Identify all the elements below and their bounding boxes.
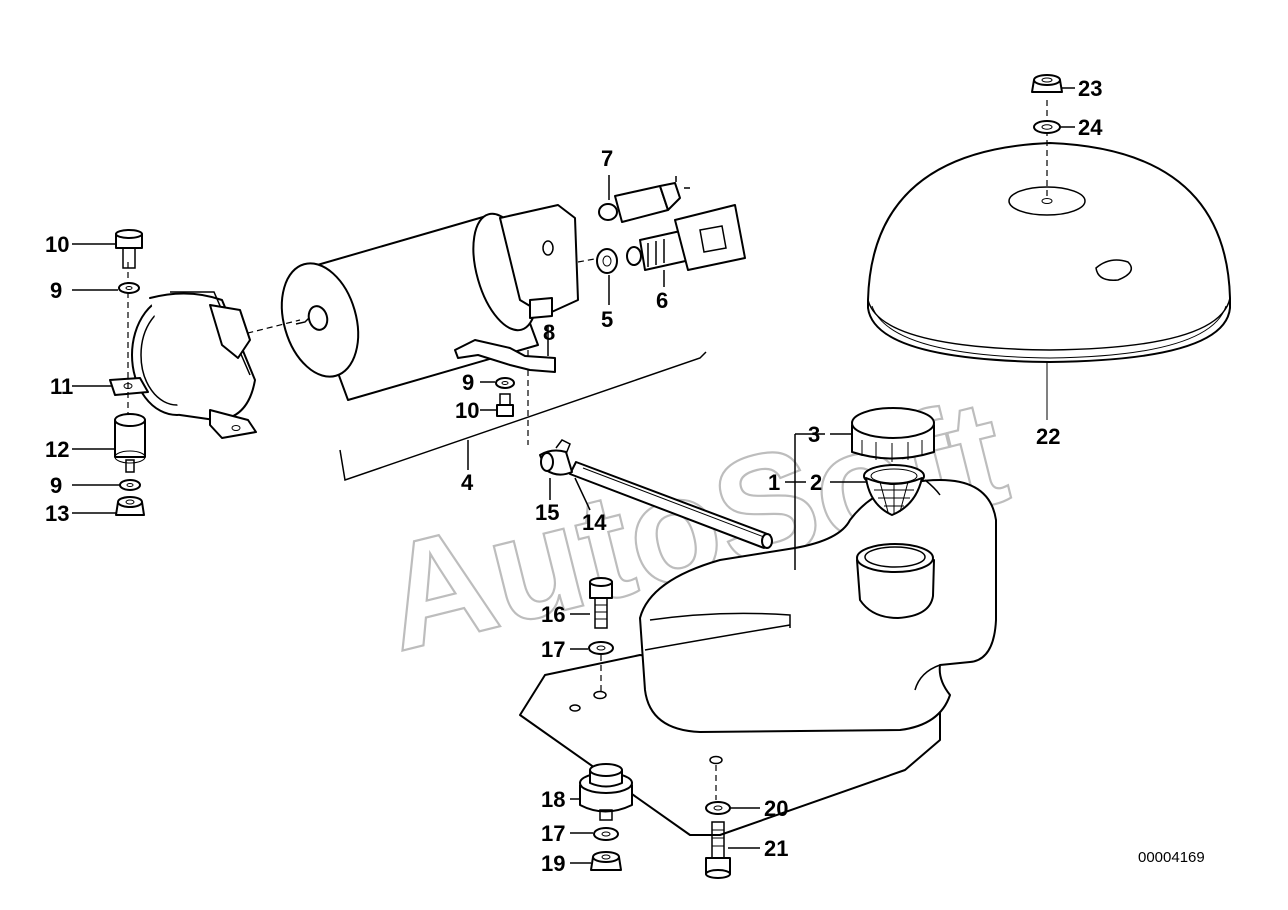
reservoir-tank xyxy=(639,479,997,733)
nut-23 xyxy=(1031,74,1063,93)
callout-labels: 10 9 11 12 9 13 7 5 6 8 9 10 4 15 14 16 … xyxy=(45,76,1103,876)
rubber-mount-18 xyxy=(579,763,633,821)
label-9-mid: 9 xyxy=(462,370,474,395)
hose-clamp-15 xyxy=(539,439,573,476)
rubber-mount-12 xyxy=(114,413,146,473)
label-19: 19 xyxy=(541,851,565,876)
label-20: 20 xyxy=(764,796,788,821)
label-16: 16 xyxy=(541,602,565,627)
nut-13 xyxy=(115,496,145,516)
label-6: 6 xyxy=(656,288,668,313)
label-22: 22 xyxy=(1036,424,1060,449)
label-18: 18 xyxy=(541,787,565,812)
label-9-top: 9 xyxy=(50,278,62,303)
label-17-top: 17 xyxy=(541,637,565,662)
label-10-left: 10 xyxy=(45,232,69,257)
label-3: 3 xyxy=(808,422,820,447)
washer-17-bottom xyxy=(593,827,619,841)
diagram-code: 00004169 xyxy=(1138,849,1205,866)
bolt-16 xyxy=(589,577,613,629)
label-9-bottom: 9 xyxy=(50,473,62,498)
washer-20 xyxy=(705,801,731,815)
label-8: 8 xyxy=(543,320,555,345)
assembly-bracket-4 xyxy=(339,351,707,481)
nut-19 xyxy=(590,851,622,871)
label-7: 7 xyxy=(601,146,613,171)
washer-9-mid xyxy=(495,377,515,389)
label-17-bottom: 17 xyxy=(541,821,565,846)
mounting-clamp-11 xyxy=(109,291,257,439)
label-5: 5 xyxy=(601,307,613,332)
filter-strainer-2 xyxy=(863,464,925,516)
washer-17-top xyxy=(588,641,614,655)
label-24: 24 xyxy=(1078,115,1103,140)
label-21: 21 xyxy=(764,836,788,861)
reservoir-cover xyxy=(867,100,1231,420)
washer-9-top xyxy=(118,282,140,294)
seal-washer-5 xyxy=(596,248,618,274)
label-14: 14 xyxy=(582,510,607,535)
pressure-switch-7 xyxy=(598,176,690,223)
label-10-mid: 10 xyxy=(455,398,479,423)
label-23: 23 xyxy=(1078,76,1102,101)
washer-9-bottom xyxy=(119,479,141,491)
label-2: 2 xyxy=(810,470,822,495)
pump-bracket-8 xyxy=(454,297,556,373)
pressure-switch-6 xyxy=(626,204,746,271)
bolt-10-left xyxy=(115,229,143,269)
reservoir-filler-neck xyxy=(856,543,935,619)
bolt-21 xyxy=(705,821,731,879)
label-4: 4 xyxy=(461,470,474,495)
reservoir-cap-3 xyxy=(851,407,935,462)
label-11: 11 xyxy=(50,374,73,399)
label-1: 1 xyxy=(768,470,780,495)
label-12: 12 xyxy=(45,437,69,462)
leader-lines xyxy=(72,87,1075,864)
washer-24 xyxy=(1033,120,1061,134)
label-13: 13 xyxy=(45,501,69,526)
label-15: 15 xyxy=(535,500,559,525)
bolt-10-mid xyxy=(496,393,514,417)
